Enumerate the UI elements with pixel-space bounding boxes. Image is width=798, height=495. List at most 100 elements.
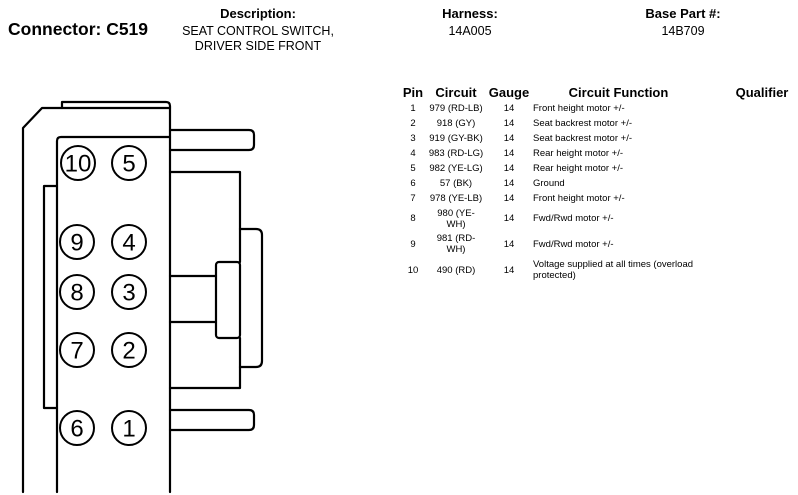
table-row: 10 490 (RD) 14 Voltage supplied at all t… xyxy=(0,257,798,283)
pin-cell: 2 xyxy=(410,118,416,129)
pin-cell: 10 xyxy=(407,264,419,276)
harness-value: 14A005 xyxy=(448,24,492,38)
table-row: 4 983 (RD-LG) 14 Rear height motor +/- xyxy=(0,146,798,161)
pin-5-cavity xyxy=(111,145,147,181)
description-line-1: SEAT CONTROL SWITCH, xyxy=(182,24,334,38)
function-cell: Rear height motor +/- xyxy=(533,163,624,174)
circuit-cell: 982 (YE-LG) xyxy=(429,163,483,174)
pin-4-cavity xyxy=(111,224,147,260)
left-recess xyxy=(42,184,59,410)
gauge-cell: 14 xyxy=(503,213,515,224)
pin-cell: 4 xyxy=(410,148,416,159)
harness-label: Harness: xyxy=(442,6,498,21)
connector-outer-wall xyxy=(21,100,172,494)
function-cell: Front height motor +/- xyxy=(533,103,625,114)
table-row: 6 57 (BK) 14 Ground xyxy=(0,176,798,191)
harness-block: Harness: 14A005 xyxy=(410,6,530,39)
circuit-cell: 919 (GY-BK) xyxy=(429,133,483,144)
function-cell: Fwd/Rwd motor +/- xyxy=(533,213,614,224)
connector-housing xyxy=(21,100,264,494)
base-part-block: Base Part #: 14B709 xyxy=(613,6,753,39)
function-cell: Fwd/Rwd motor +/- xyxy=(533,238,614,250)
pin-9-label: 9 xyxy=(70,230,83,257)
function-cell: Rear height motor +/- xyxy=(533,148,624,159)
latch-side-box xyxy=(168,274,218,324)
pin-10-label: 10 xyxy=(65,151,92,178)
upper-tab xyxy=(168,128,256,152)
pin-3-cavity xyxy=(111,274,147,310)
table-row: 9 981 (RD- WH) 14 Fwd/Rwd motor +/- xyxy=(0,231,798,257)
lower-tab xyxy=(168,408,256,432)
gauge-cell: 14 xyxy=(503,238,515,250)
circuit-table: 1 979 (RD-LB) 14 Front height motor +/- … xyxy=(0,101,798,283)
pin-10-cavity xyxy=(60,145,96,181)
gauge-cell: 14 xyxy=(503,178,515,189)
base-part-value: 14B709 xyxy=(661,24,705,38)
table-row: 2 918 (GY) 14 Seat backrest motor +/- xyxy=(0,116,798,131)
circuit-cell: 981 (RD- WH) xyxy=(436,233,476,255)
description-line-2: DRIVER SIDE FRONT xyxy=(194,39,322,53)
circuit-cell: 57 (BK) xyxy=(439,178,473,189)
column-header-gauge: Gauge xyxy=(488,85,530,100)
base-part-label: Base Part #: xyxy=(645,6,721,21)
pin-labels: 10 5 9 4 8 3 7 2 6 1 xyxy=(65,151,136,443)
gauge-cell: 14 xyxy=(503,193,515,204)
column-header-qualifier: Qualifier xyxy=(735,85,789,100)
pin-9-cavity xyxy=(59,224,95,260)
circuit-cell: 490 (RD) xyxy=(436,264,476,276)
gauge-cell: 14 xyxy=(503,264,515,276)
column-header-circuit: Circuit xyxy=(435,85,477,100)
connector-title: Connector: C519 xyxy=(8,19,149,39)
pin-housing-outline xyxy=(55,135,172,494)
table-row: 1 979 (RD-LB) 14 Front height motor +/- xyxy=(0,101,798,116)
pin-2-cavity xyxy=(111,332,147,368)
gauge-cell: 14 xyxy=(503,133,515,144)
connector-face-diagram: 10 5 9 4 8 3 7 2 6 1 xyxy=(21,100,264,494)
function-cell: Seat backrest motor +/- xyxy=(533,133,632,144)
pin-3-label: 3 xyxy=(122,280,135,307)
table-header-row: Pin Circuit Gauge Circuit Function Quali… xyxy=(0,85,798,101)
table-row: 8 980 (YE- WH) 14 Fwd/Rwd motor +/- xyxy=(0,206,798,231)
pin-6-label: 6 xyxy=(70,416,83,443)
gauge-cell: 14 xyxy=(503,148,515,159)
pin-cell: 3 xyxy=(410,133,416,144)
lower-ledge xyxy=(168,365,242,390)
gauge-cell: 14 xyxy=(503,118,515,129)
column-header-function: Circuit Function xyxy=(568,85,669,100)
table-row: 3 919 (GY-BK) 14 Seat backrest motor +/- xyxy=(0,131,798,146)
pin-8-cavity xyxy=(59,274,95,310)
circuit-cell: 980 (YE- WH) xyxy=(437,207,475,230)
gauge-cell: 14 xyxy=(503,103,515,114)
pin-cell: 7 xyxy=(410,193,416,204)
column-header-pin: Pin xyxy=(402,85,424,100)
pin-cell: 6 xyxy=(410,178,416,189)
circuit-cell: 918 (GY) xyxy=(436,118,476,129)
description-label: Description: xyxy=(220,6,296,21)
pin-1-label: 1 xyxy=(122,416,135,443)
pin-2-label: 2 xyxy=(122,338,135,365)
pin-6-cavity xyxy=(59,410,95,446)
description-block: Description: SEAT CONTROL SWITCH, DRIVER… xyxy=(158,6,358,54)
table-row: 7 978 (YE-LB) 14 Front height motor +/- xyxy=(0,191,798,206)
table-row: 5 982 (YE-LG) 14 Rear height motor +/- xyxy=(0,161,798,176)
pin-cavities xyxy=(59,145,147,446)
latch-lock-tab xyxy=(214,260,242,340)
pin-7-cavity xyxy=(59,332,95,368)
pin-8-label: 8 xyxy=(70,280,83,307)
pin-4-label: 4 xyxy=(122,230,135,257)
pin-cell: 1 xyxy=(410,103,416,114)
pin-1-cavity xyxy=(111,410,147,446)
upper-ledge xyxy=(168,170,242,231)
pin-cell: 5 xyxy=(410,163,416,174)
locking-latch xyxy=(238,227,264,369)
function-cell: Seat backrest motor +/- xyxy=(533,118,632,129)
circuit-cell: 978 (YE-LB) xyxy=(429,193,483,204)
pin-5-label: 5 xyxy=(122,151,135,178)
circuit-cell: 983 (RD-LG) xyxy=(428,148,484,159)
function-cell: Ground xyxy=(533,178,565,189)
pin-cell: 8 xyxy=(410,213,416,224)
function-cell: Front height motor +/- xyxy=(533,193,625,204)
function-cell: Voltage supplied at all times (overload … xyxy=(533,259,694,281)
pin-7-label: 7 xyxy=(70,338,83,365)
circuit-cell: 979 (RD-LB) xyxy=(429,103,483,114)
